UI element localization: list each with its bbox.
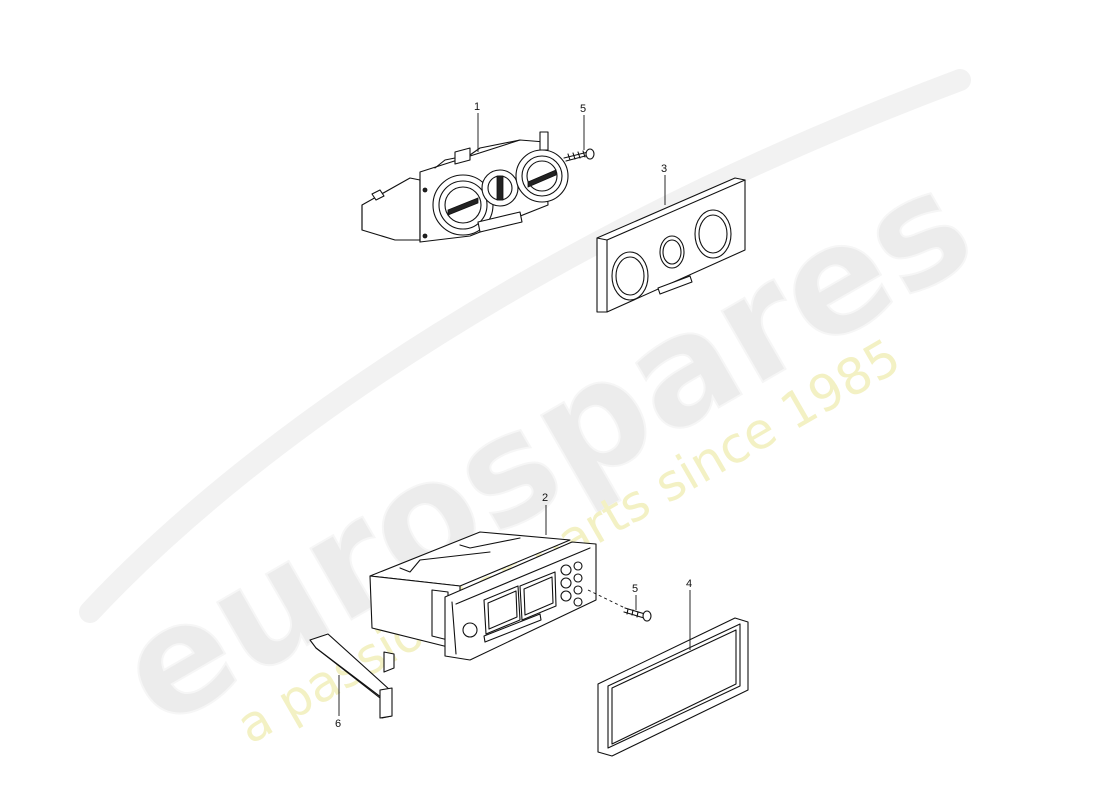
part-2-climate-control-unit[interactable] [369, 531, 597, 661]
callout-1: 1 [474, 101, 480, 113]
part-3-trim-panel[interactable] [596, 177, 746, 313]
part-5-screw-lower[interactable] [587, 589, 652, 622]
callout-5-upper: 5 [580, 103, 586, 115]
callout-2: 2 [542, 492, 548, 504]
part-1-heater-control-unit[interactable] [361, 131, 569, 243]
leader-lines [338, 113, 691, 716]
callout-6: 6 [335, 718, 341, 730]
part-6-bracket[interactable] [309, 633, 395, 719]
watermark-brand: eurospares [91, 136, 999, 761]
callout-3: 3 [661, 163, 667, 175]
watermark-swoosh [79, 69, 971, 623]
callouts: 1 5 3 2 5 4 6 [335, 101, 692, 730]
part-5-screw-upper[interactable] [563, 148, 595, 162]
part-4-frame[interactable] [597, 617, 749, 757]
callout-4: 4 [686, 578, 692, 590]
callout-5-lower: 5 [632, 583, 638, 595]
